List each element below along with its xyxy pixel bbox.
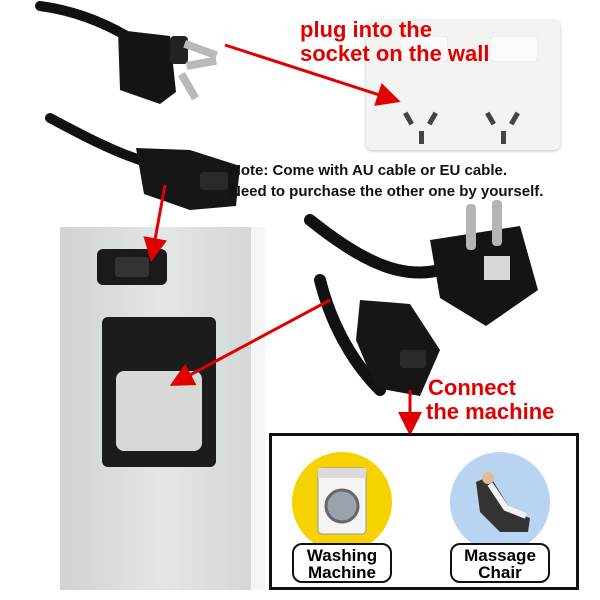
eu-power-plug xyxy=(304,200,538,396)
massage-chair-label: Massage Chair xyxy=(450,543,550,583)
plug-instruction: plug into the socket on the wall xyxy=(300,17,490,67)
wall-socket xyxy=(366,20,560,150)
socket-switch xyxy=(490,36,538,62)
washing-machine-label: Washing Machine xyxy=(292,543,392,583)
connect-instruction: Connect the machine xyxy=(426,375,555,425)
cable-note: Note: Come with AU cable or EU cable. Ne… xyxy=(230,162,544,200)
au-power-plug xyxy=(35,1,218,104)
arrow-plug-to-panel xyxy=(169,298,331,386)
panel-socket xyxy=(102,317,216,467)
massage-chair-image xyxy=(450,452,550,552)
washing-machine-image xyxy=(292,452,392,552)
arrow-plug-to-wall xyxy=(224,43,401,106)
machine-panel-photo xyxy=(60,227,265,590)
socket-switch xyxy=(400,36,448,62)
appliance-box: Washing Machine Massage Chair xyxy=(269,433,579,590)
socket-outlet xyxy=(484,110,524,146)
socket-outlet xyxy=(402,110,442,146)
arrow-connector-to-inlet xyxy=(143,184,168,262)
